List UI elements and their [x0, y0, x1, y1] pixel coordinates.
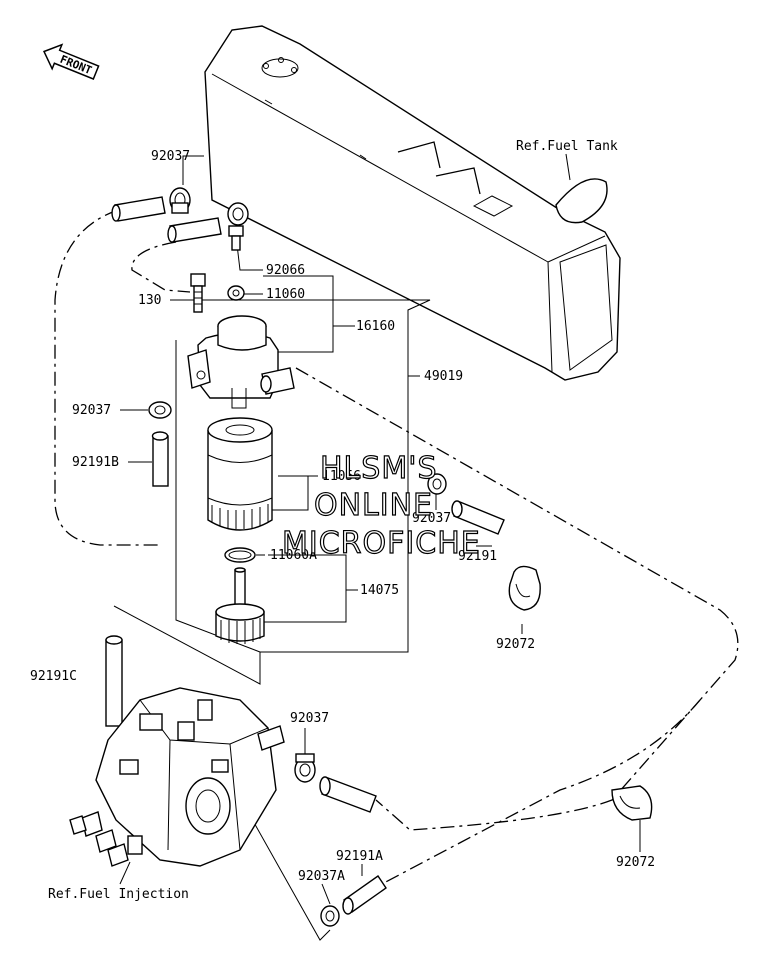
hose-supply-upper [167, 217, 222, 243]
band-92072-low-icon [611, 785, 653, 821]
front-arrow-icon: FRONT [43, 43, 100, 80]
label-92072-low: 92072 [616, 855, 655, 870]
bolt-130-icon [190, 273, 206, 313]
band-92072-mid-icon [508, 565, 541, 611]
label-92072-mid: 92072 [496, 637, 535, 652]
label-16160: 16160 [356, 319, 395, 334]
clamp-92037A-icon [320, 905, 340, 927]
fuel-route-return [54, 209, 162, 546]
filter-head-16160 [187, 315, 295, 409]
washer-11060-icon [227, 285, 245, 301]
fuel-filter-11056-icon [207, 417, 273, 531]
oring-11060A-icon [224, 547, 256, 563]
fuel-injection-pump [69, 687, 285, 867]
label-92037A: 92037A [298, 869, 345, 884]
label-92066: 92066 [266, 263, 305, 278]
hose-92191C-icon [105, 635, 123, 727]
ref-fuel-injection-leader [119, 861, 131, 885]
label-92037-lower: 92037 [290, 711, 329, 726]
hose-92191B-icon [151, 431, 169, 487]
label-49019: 49019 [424, 369, 463, 384]
screw-92066-icon [228, 225, 244, 251]
ref-fuel-tank-leader [565, 153, 571, 181]
hose-92191-upper [111, 196, 166, 222]
label-92037-mid: 92037 [412, 511, 451, 526]
label-11060A: 11060A [270, 548, 317, 563]
label-92191A: 92191A [336, 849, 383, 864]
label-92191B: 92191B [72, 455, 119, 470]
fuel-route-low [379, 699, 701, 886]
clamp-92037-left-icon [148, 401, 172, 419]
label-92037-top: 92037 [151, 149, 190, 164]
bowl-14075-icon [215, 567, 265, 644]
label-11060: 11060 [266, 287, 305, 302]
label-14075: 14075 [360, 583, 399, 598]
clamp-92037-lower-icon [294, 753, 316, 783]
watermark-line-3: MICROFICHE [282, 526, 481, 561]
ref-fuel-injection: Ref.Fuel Injection [48, 887, 189, 902]
label-130: 130 [138, 293, 161, 308]
fuel-tank [204, 25, 621, 381]
hose-pump-lower-icon [319, 776, 377, 813]
hose-92191A-icon [342, 875, 387, 915]
watermark-line-1: HLSM'S [320, 451, 438, 486]
fuel-route-pump [295, 367, 739, 831]
label-92037-left: 92037 [72, 403, 111, 418]
leader-lines [108, 155, 641, 941]
label-92191: 92191 [458, 549, 497, 564]
hose-92191-icon [451, 500, 505, 535]
fuel-route-supply [131, 241, 191, 293]
label-11056: 11056 [322, 469, 361, 484]
clamp-92037-mid-icon [427, 473, 447, 495]
ref-fuel-tank: Ref.Fuel Tank [516, 139, 618, 154]
clamp-92037-upper-icon [169, 187, 191, 214]
clamp-supply-upper-icon [227, 202, 249, 226]
watermark: HLSM'S ONLINE MICROFICHE [281, 450, 481, 561]
label-92191C: 92191C [30, 669, 77, 684]
watermark-line-2: ONLINE [314, 488, 433, 523]
